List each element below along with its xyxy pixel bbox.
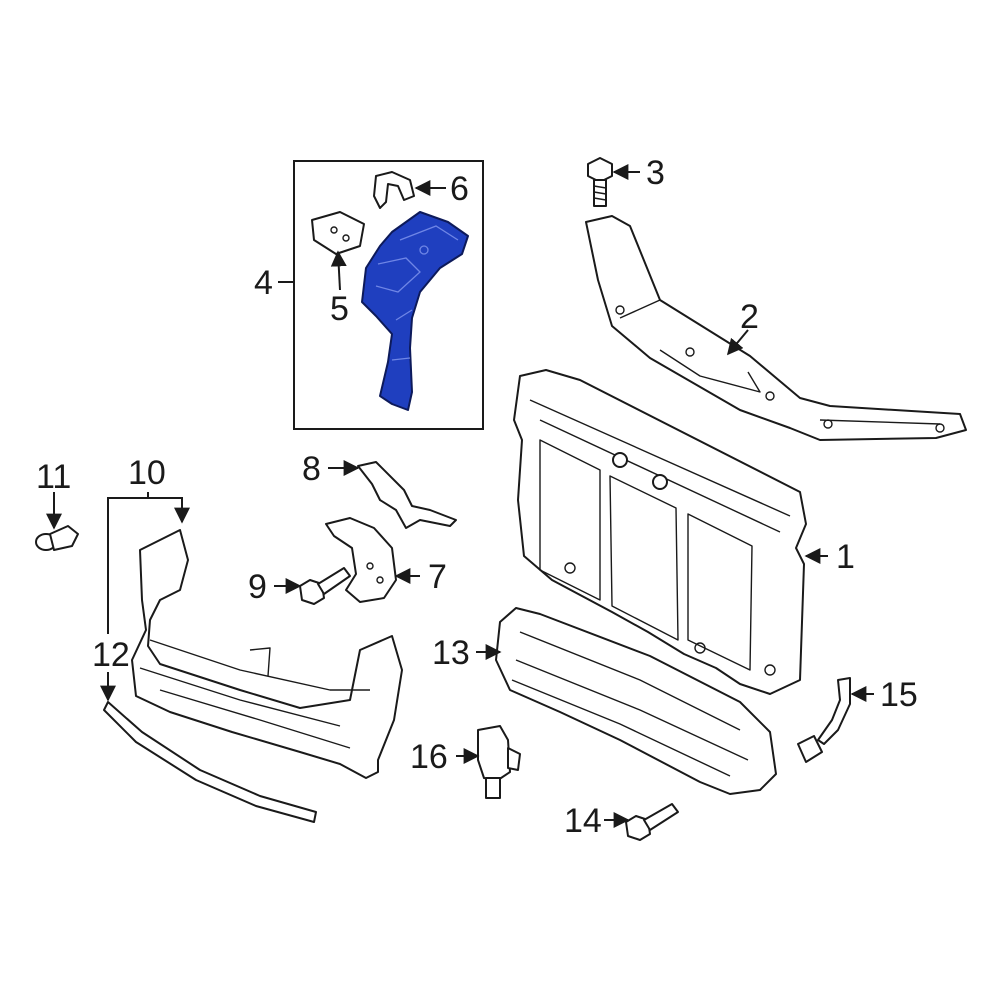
callout-1: 1 [836,538,855,576]
callout-15: 15 [880,676,918,714]
callout-4: 4 [254,264,273,302]
callout-16: 16 [410,738,448,776]
part-9-bolt [299,567,351,605]
callout-2: 2 [740,298,759,336]
callout-3: 3 [646,154,665,192]
callout-12: 12 [92,636,130,674]
part-2-upper-tie-bar [585,215,967,441]
part-1-radiator-support [513,369,807,695]
callout-6: 6 [450,170,469,208]
part-8-bracket [357,461,457,529]
part-5-plate [311,211,365,255]
callout-11: 11 [36,458,71,496]
callout-5: 5 [330,290,349,328]
part-15-harness [797,677,851,763]
callout-10: 10 [128,454,166,492]
part-14-bolt [625,803,679,841]
callout-14: 14 [564,802,602,840]
part-11-push-clip [35,525,79,551]
part-13-air-guide [495,607,777,795]
part-6-clip [373,171,415,209]
part-7-bracket [325,517,397,603]
part-4-support-bracket [361,211,469,411]
callout-9: 9 [248,568,267,606]
callout-13: 13 [432,634,470,672]
part-16-sensor [477,725,521,799]
callout-8: 8 [302,450,321,488]
callout-7: 7 [428,558,447,596]
part-3-bolt [587,157,613,207]
leader-lines [46,164,874,828]
part-12-seal-strip [103,701,317,823]
group-4-inset-box [293,160,484,430]
part-10-absorber [131,529,403,779]
